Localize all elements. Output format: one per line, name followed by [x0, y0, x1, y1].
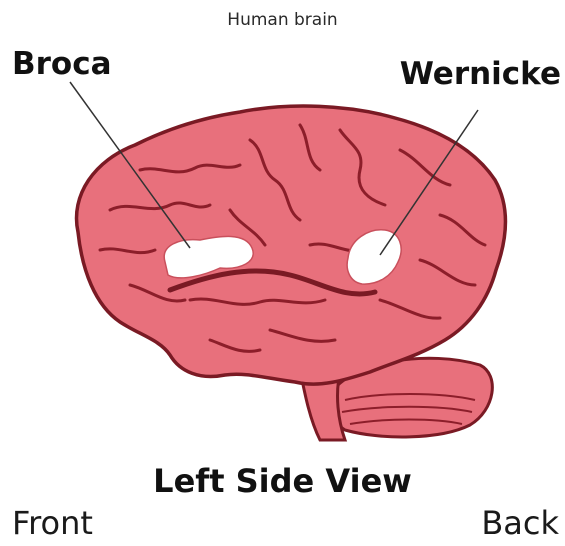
back-label: Back: [481, 504, 559, 542]
view-label: Left Side View: [0, 462, 565, 500]
front-label: Front: [12, 504, 93, 542]
cerebrum: [77, 106, 506, 384]
